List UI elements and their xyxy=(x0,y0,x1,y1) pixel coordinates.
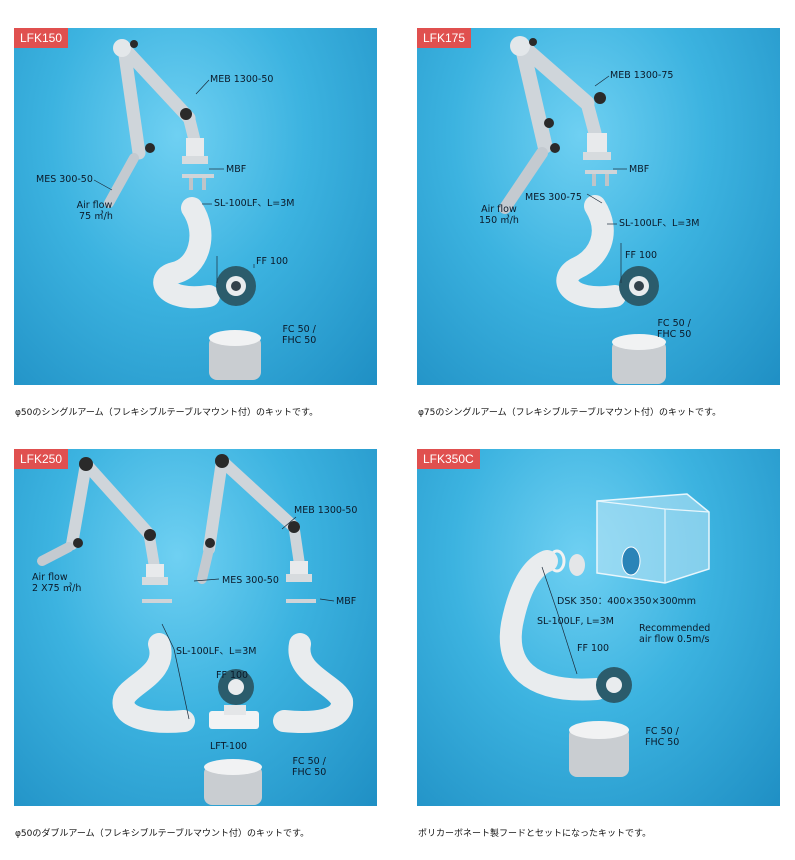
label-hose: SL-100LF、L=3M xyxy=(176,646,257,657)
kit-panel-lfk175: LFK175 MEB 1300-75 MBF ME xyxy=(417,28,780,385)
label-fan: FF 100 xyxy=(256,256,289,267)
label-extension: MES 300-50 xyxy=(222,575,279,586)
label-airflow: Air flow 75 ㎥/h xyxy=(76,200,113,222)
label-hose: SL-100LF、L=3M xyxy=(619,218,700,229)
label-recommended: Recommended air flow 0.5m/s xyxy=(639,623,711,645)
kit-badge: LFK150 xyxy=(14,28,69,48)
kit-panel-lfk150: LFK150 xyxy=(14,28,377,385)
kit-badge: LFK250 xyxy=(14,449,69,469)
kit-badge: LFK175 xyxy=(417,28,472,48)
label-extension: MES 300-75 xyxy=(525,192,582,203)
kit-illustration xyxy=(37,454,353,805)
kit-illustration xyxy=(499,36,666,384)
label-hood: DSK 350：400×350×300mm xyxy=(557,596,697,607)
label-arm: MEB 1300-50 xyxy=(294,505,358,516)
label-mount: MBF xyxy=(336,596,357,607)
label-extension: MES 300-50 xyxy=(36,174,93,185)
label-airflow: Air flow 2 X75 ㎥/h xyxy=(32,572,82,594)
label-arm: MEB 1300-50 xyxy=(210,74,274,85)
kit-panel-lfk350c: LFK350C DSK 350：400×350×300mm SL-100LF, … xyxy=(417,449,780,806)
label-hose: SL-100LF、L=3M xyxy=(214,198,295,209)
label-fan: FF 100 xyxy=(216,670,249,681)
kit-illustration xyxy=(93,39,261,380)
kit-caption: φ50のダブルアーム（フレキシブルテーブルマウント付）のキットです。 xyxy=(15,829,310,839)
label-fan: FF 100 xyxy=(577,643,610,654)
label-filter: FC 50 / FHC 50 xyxy=(282,324,317,346)
label-arm: MEB 1300-75 xyxy=(610,70,674,81)
label-airflow: Air flow 150 ㎥/h xyxy=(479,204,519,226)
label-filter: FC 50 / FHC 50 xyxy=(645,726,680,748)
label-filter: FC 50 / FHC 50 xyxy=(657,318,692,340)
kit-badge: LFK350C xyxy=(417,449,480,469)
kit-caption: φ50のシングルアーム（フレキシブルテーブルマウント付）のキットです。 xyxy=(15,408,319,418)
kit-panel-lfk250: LFK250 xyxy=(14,449,377,806)
label-fan: FF 100 xyxy=(625,250,658,261)
label-mount: MBF xyxy=(629,164,650,175)
kit-caption: φ75のシングルアーム（フレキシブルテーブルマウント付）のキットです。 xyxy=(418,408,722,418)
kit-illustration xyxy=(499,493,710,777)
kit-caption: ポリカーボネート製フードとセットになったキットです。 xyxy=(418,829,652,839)
label-hose: SL-100LF, L=3M xyxy=(537,616,615,627)
label-filter: FC 50 / FHC 50 xyxy=(292,756,327,778)
label-tee: LFT-100 xyxy=(210,741,248,752)
label-mount: MBF xyxy=(226,164,247,175)
